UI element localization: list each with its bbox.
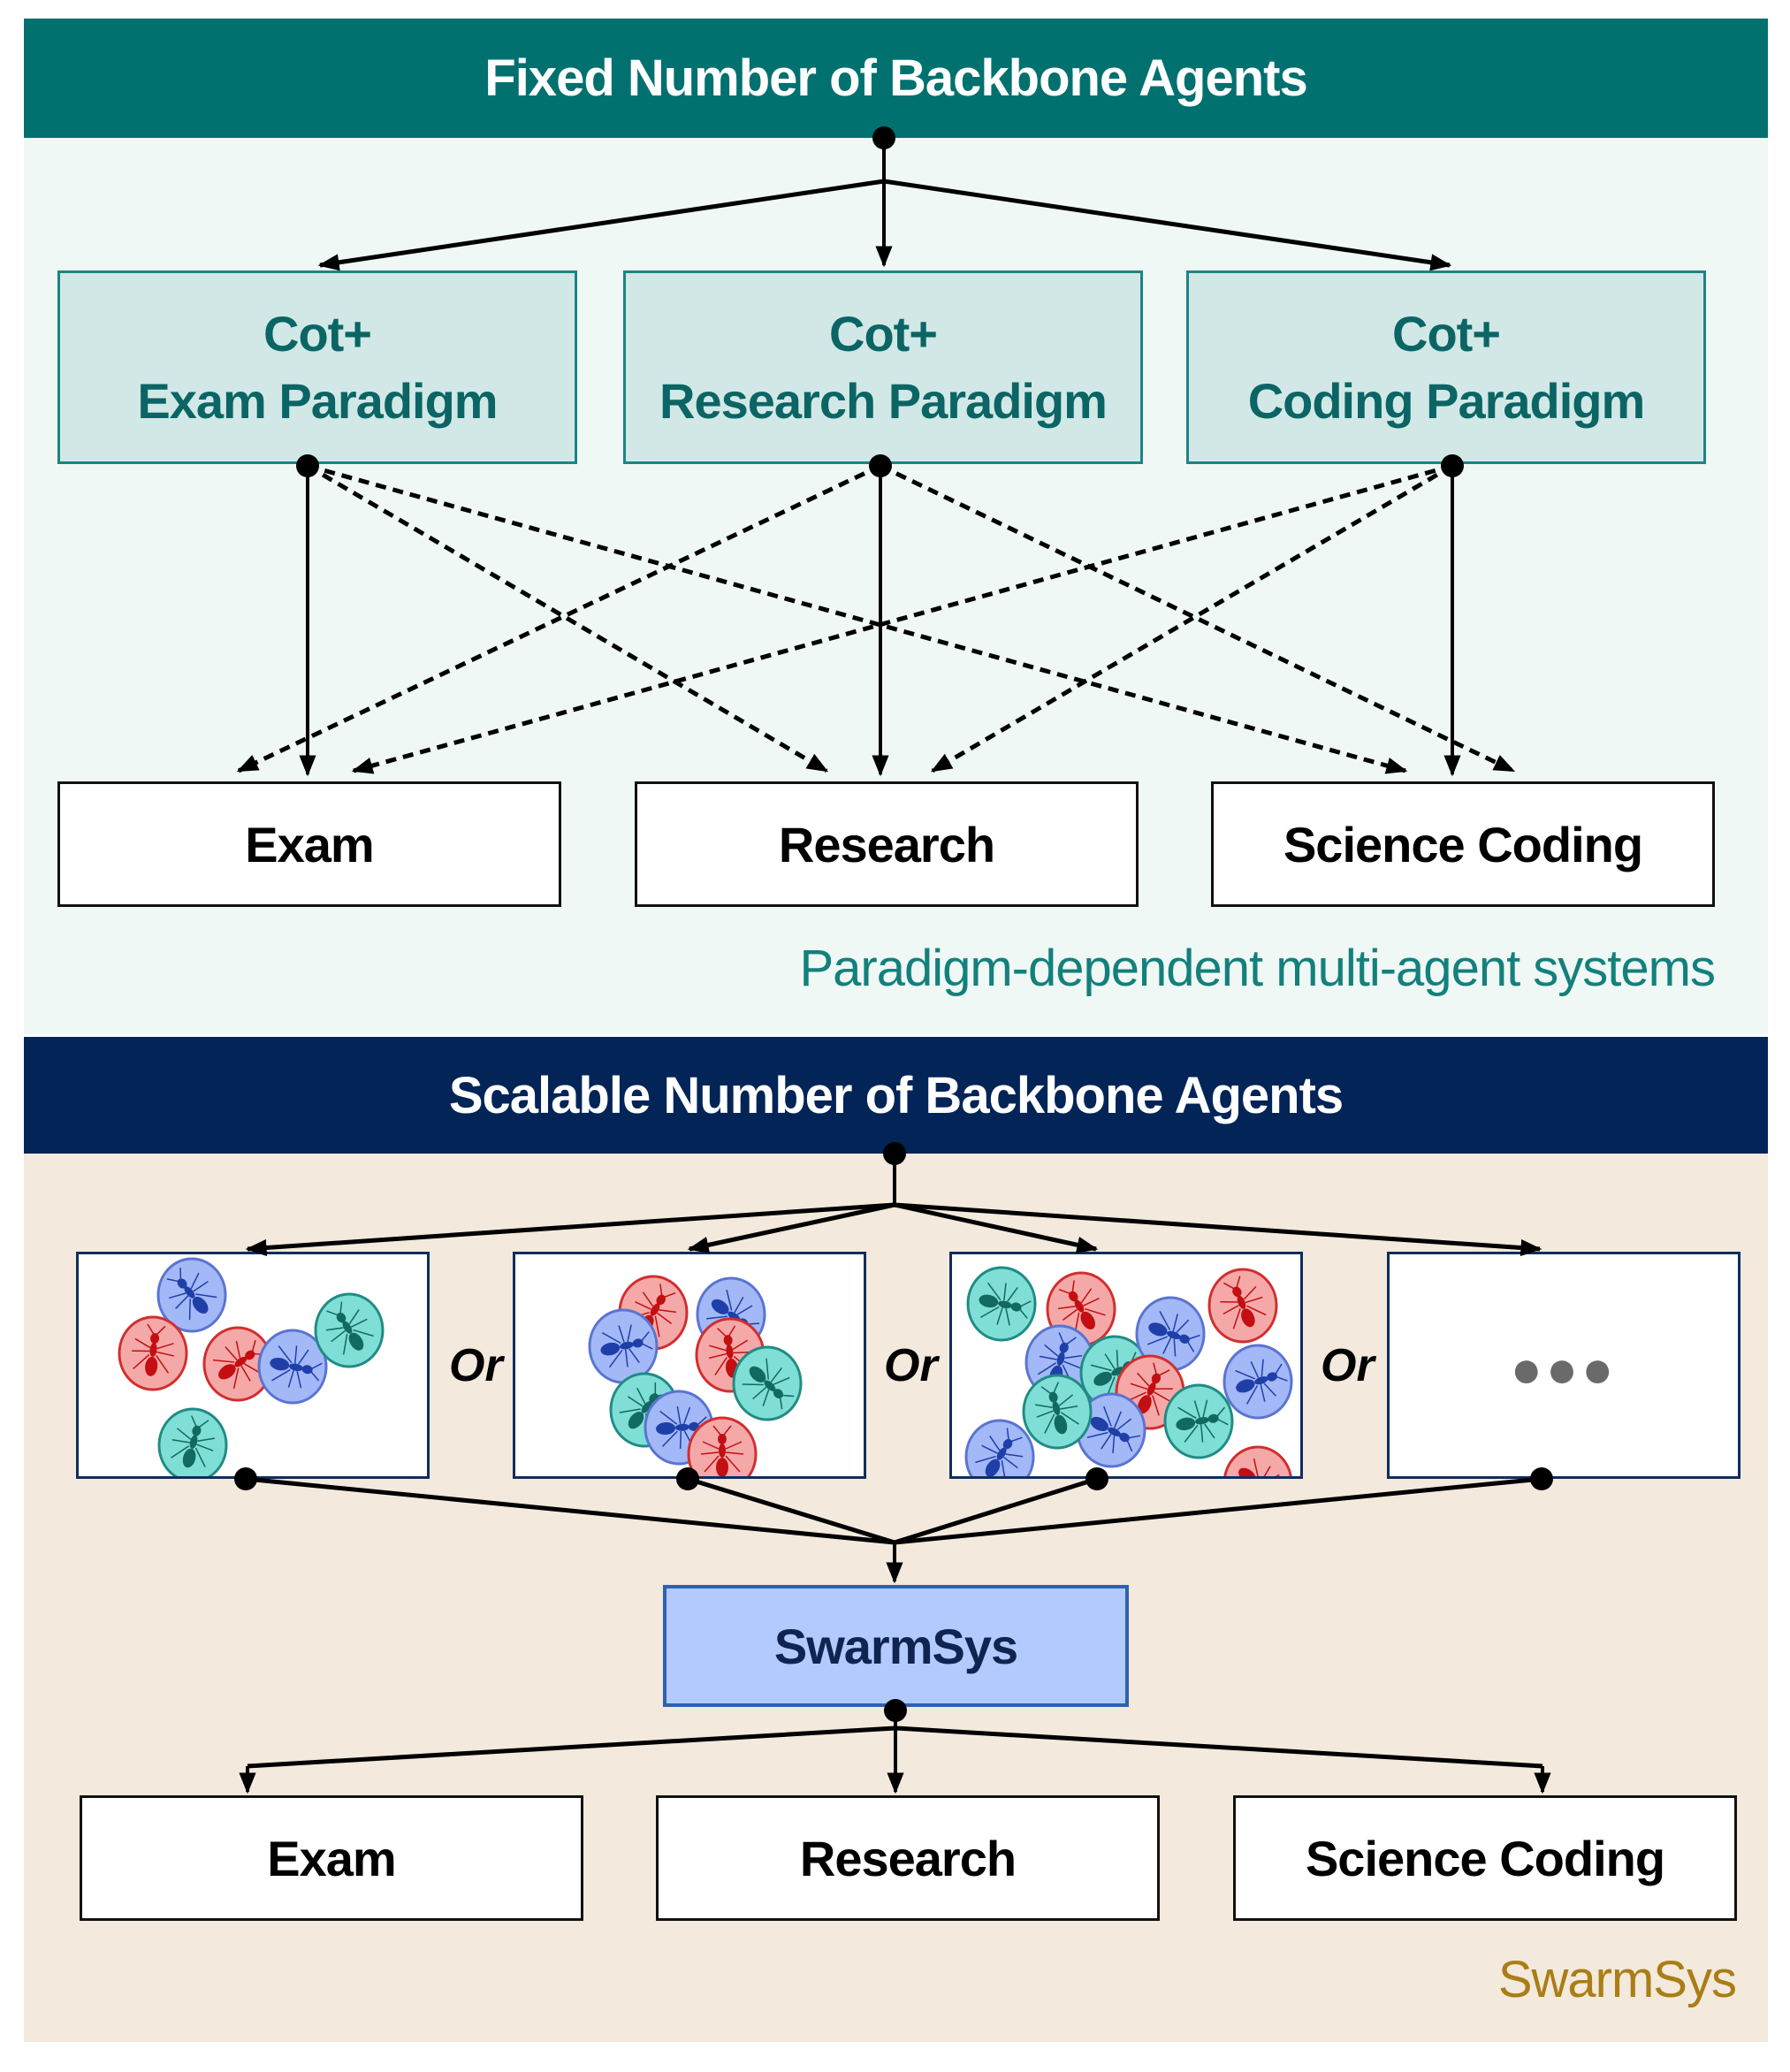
swarm-medium-illustration bbox=[588, 1275, 803, 1492]
fixed-agents-header-title: Fixed Number of Backbone Agents bbox=[484, 50, 1307, 107]
task-label: Exam bbox=[245, 816, 374, 872]
blue-agent-icon bbox=[1135, 1296, 1206, 1372]
swarm-option-small bbox=[76, 1252, 430, 1483]
swarm-large-illustration bbox=[964, 1266, 1293, 1521]
blue-agent-icon bbox=[964, 1419, 1035, 1495]
or-label: Or bbox=[1321, 1340, 1375, 1391]
task-label: Exam bbox=[267, 1830, 396, 1886]
paradigm-prefix: Cot+ bbox=[1392, 305, 1501, 362]
blue-agent-icon bbox=[588, 1308, 659, 1384]
red-agent-icon bbox=[118, 1315, 188, 1391]
top-task-research: Research bbox=[635, 781, 1139, 907]
swarmsys-caption: SwarmSys bbox=[1497, 1951, 1737, 2008]
swarm-option-large bbox=[949, 1252, 1303, 1521]
red-agent-icon bbox=[687, 1416, 758, 1492]
top-task-exam: Exam bbox=[57, 781, 561, 907]
bottom-task-exam: Exam bbox=[80, 1795, 583, 1921]
bottom-task-science-coding: Science Coding bbox=[1233, 1795, 1737, 1921]
teal-agent-icon bbox=[1022, 1374, 1093, 1450]
teal-agent-icon bbox=[732, 1345, 803, 1421]
swarm-option-medium bbox=[513, 1252, 866, 1492]
red-agent-icon bbox=[1207, 1268, 1278, 1344]
paradigm-box-coding: Cot+ Coding Paradigm bbox=[1186, 270, 1706, 464]
bottom-task-research: Research bbox=[656, 1795, 1160, 1921]
fixed-agents-header: Fixed Number of Backbone Agents bbox=[24, 19, 1768, 138]
teal-agent-icon bbox=[314, 1292, 385, 1368]
paradigm-dependent-caption: Paradigm-dependent multi-agent systems bbox=[799, 940, 1716, 997]
blue-agent-icon bbox=[257, 1329, 328, 1405]
blue-agent-icon bbox=[1076, 1392, 1146, 1468]
red-agent-icon bbox=[1223, 1445, 1293, 1521]
swarmsys-hub-label: SwarmSys bbox=[773, 1618, 1018, 1674]
task-label: Research bbox=[799, 1830, 1017, 1886]
paradigm-name: Exam Paradigm bbox=[137, 372, 498, 429]
ellipsis-icon: ●●● bbox=[1510, 1339, 1618, 1398]
blue-agent-icon bbox=[1223, 1344, 1293, 1420]
task-label: Science Coding bbox=[1305, 1830, 1665, 1886]
paradigm-box-research: Cot+ Research Paradigm bbox=[623, 270, 1143, 464]
swarm-small-illustration bbox=[118, 1257, 385, 1483]
paradigm-name: Research Paradigm bbox=[659, 372, 1108, 429]
or-label: Or bbox=[884, 1340, 938, 1391]
paradigm-prefix: Cot+ bbox=[829, 305, 938, 362]
swarmsys-hub-box: SwarmSys bbox=[663, 1585, 1129, 1707]
teal-agent-icon bbox=[157, 1407, 228, 1483]
scalable-agents-header-title: Scalable Number of Backbone Agents bbox=[448, 1066, 1344, 1124]
teal-agent-icon bbox=[966, 1266, 1037, 1342]
task-label: Science Coding bbox=[1283, 816, 1643, 872]
teal-agent-icon bbox=[1163, 1383, 1234, 1459]
paradigm-name: Coding Paradigm bbox=[1247, 372, 1646, 429]
scalable-agents-header: Scalable Number of Backbone Agents bbox=[24, 1037, 1768, 1154]
or-label: Or bbox=[449, 1340, 503, 1391]
paradigm-prefix: Cot+ bbox=[263, 305, 372, 362]
red-agent-icon bbox=[202, 1326, 273, 1402]
blue-agent-icon bbox=[156, 1257, 227, 1333]
task-label: Research bbox=[778, 816, 995, 872]
top-task-science-coding: Science Coding bbox=[1211, 781, 1715, 907]
swarm-option-more: ●●● bbox=[1387, 1252, 1740, 1479]
paradigm-box-exam: Cot+ Exam Paradigm bbox=[57, 270, 577, 464]
